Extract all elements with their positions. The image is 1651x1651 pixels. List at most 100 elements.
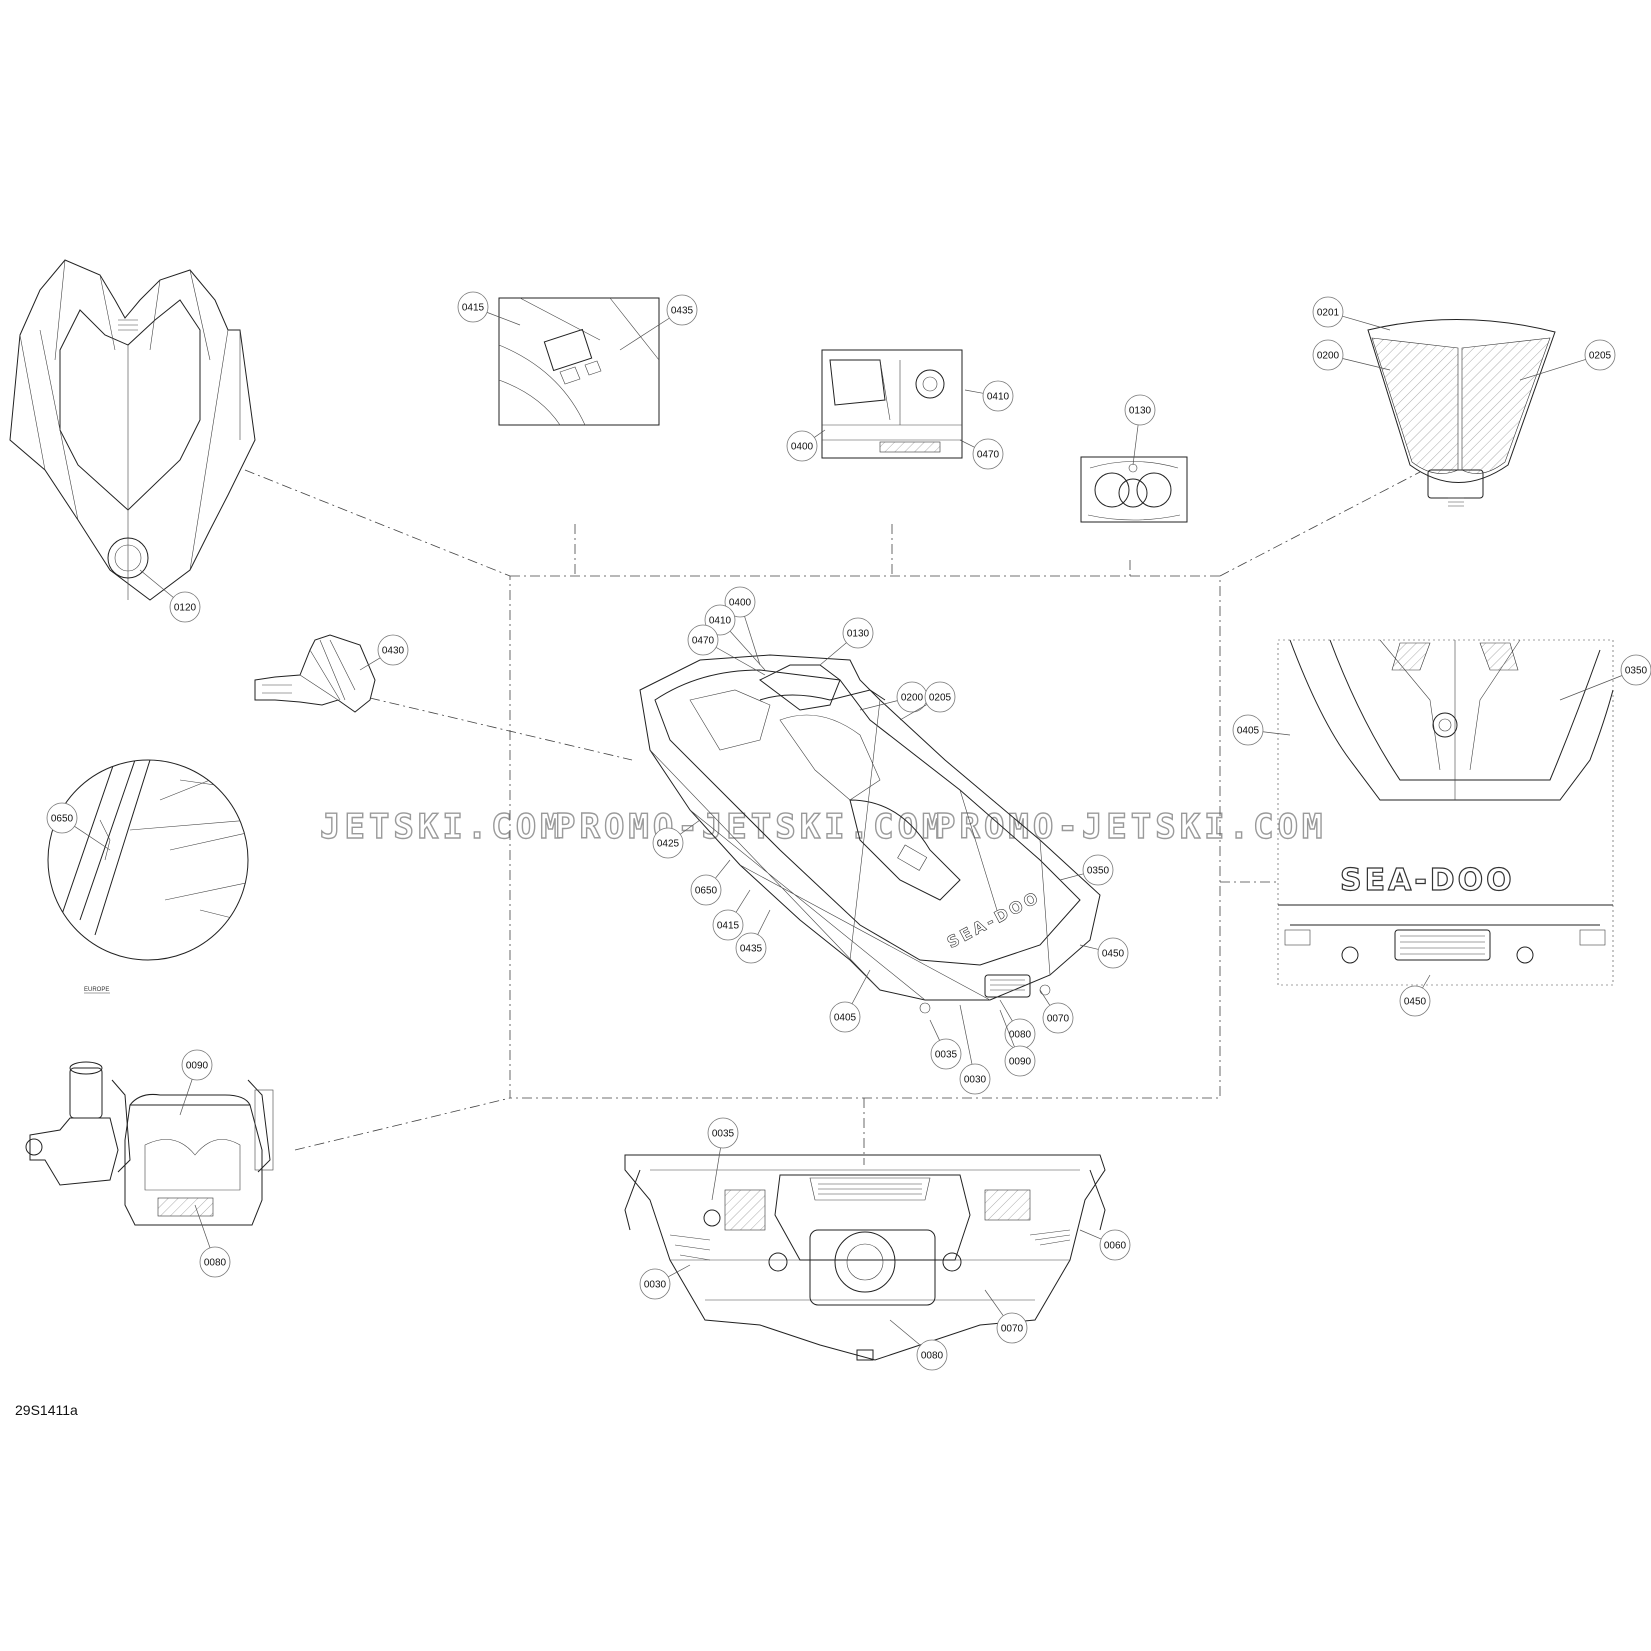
callout-label: 0130 <box>847 629 870 640</box>
callout-label: 0410 <box>709 616 732 627</box>
callout-leader <box>1059 873 1084 881</box>
callout-label: 0650 <box>695 886 718 897</box>
callout-leader <box>851 969 871 1004</box>
callout-label: 0080 <box>1009 1030 1032 1041</box>
callout-leader <box>1262 731 1291 736</box>
callout-circle <box>1004 1045 1036 1077</box>
callout-0400: 0400 <box>724 586 761 666</box>
callout-0120: 0120 <box>139 569 201 623</box>
callout-circle <box>829 1001 861 1033</box>
callout-leader <box>929 1019 940 1041</box>
callout-0425: 0425 <box>652 819 701 859</box>
callout-0470: 0470 <box>959 438 1004 470</box>
callout-leader <box>486 312 521 326</box>
callout-label: 0030 <box>644 1280 667 1291</box>
callout-leader <box>179 1079 193 1116</box>
callout-circle <box>930 1038 962 1070</box>
callout-label: 0070 <box>1001 1324 1024 1335</box>
callout-0410: 0410 <box>704 604 766 671</box>
callout-0070: 0070 <box>1039 989 1074 1034</box>
callout-circle <box>1232 714 1264 746</box>
callout-leader <box>1422 974 1431 989</box>
callout-leader <box>1519 359 1586 381</box>
watermark: PROMO-JETSKI.COM <box>935 807 1327 847</box>
callout-0201: 0201 <box>1312 296 1391 331</box>
callout-label: 0650 <box>51 814 74 825</box>
callout-circle <box>652 827 684 859</box>
callout-leader <box>729 630 766 671</box>
callout-circle <box>1082 854 1114 886</box>
callout-circle <box>1042 1002 1074 1034</box>
callout-0415: 0415 <box>712 889 751 941</box>
callout-circle <box>712 909 744 941</box>
callout-label: 0450 <box>1404 997 1427 1008</box>
callout-leader <box>619 317 670 351</box>
callout-0205: 0205 <box>899 681 956 721</box>
callout-label: 0080 <box>921 1351 944 1362</box>
callout-circle <box>996 1312 1028 1344</box>
callout-label: 0450 <box>1102 949 1125 960</box>
callout-circle <box>704 604 736 636</box>
callout-label: 0415 <box>462 303 485 314</box>
callout-label: 0120 <box>174 603 197 614</box>
callout-circle <box>842 617 874 649</box>
callout-leader <box>1079 944 1099 950</box>
callout-label: 0035 <box>712 1129 735 1140</box>
callout-0200: 0200 <box>859 681 928 713</box>
callout-leader <box>889 1319 921 1346</box>
callout-leader <box>819 642 847 666</box>
callout-circle <box>1584 339 1616 371</box>
watermark: PROMO-JETSKI.COM <box>555 807 947 847</box>
callout-label: 0410 <box>987 392 1010 403</box>
callout-leader <box>999 999 1013 1022</box>
callout-leader <box>1039 989 1051 1006</box>
callout-label: 0350 <box>1087 866 1110 877</box>
callout-0035: 0035 <box>707 1117 739 1201</box>
callout-0130: 0130 <box>1124 394 1156 466</box>
callout-label: 0200 <box>1317 351 1340 362</box>
callout-0070: 0070 <box>984 1289 1028 1344</box>
callout-circle <box>1097 937 1129 969</box>
callout-leader <box>1132 424 1139 466</box>
callout-0450: 0450 <box>1079 937 1129 969</box>
callout-leader <box>1342 315 1391 331</box>
callout-leader <box>757 909 771 935</box>
callout-0430: 0430 <box>359 634 409 671</box>
callout-label: 0070 <box>1047 1014 1070 1025</box>
callout-circle <box>181 1049 213 1081</box>
callout-leader <box>735 889 751 913</box>
callout-circle <box>959 1063 991 1095</box>
brand-mark: SEA-DOO <box>944 887 1044 952</box>
callout-circle <box>924 681 956 713</box>
callout-label: 0470 <box>977 450 1000 461</box>
callout-leader <box>359 657 381 671</box>
rear-deck-drawing: SEA-DOO <box>1277 639 1614 986</box>
callout-circle <box>639 1268 671 1300</box>
callout-label: 0060 <box>1104 1241 1127 1252</box>
callout-leader <box>1079 1229 1102 1240</box>
watermark: JETSKI.COM <box>320 807 565 847</box>
callout-label: 0400 <box>791 442 814 453</box>
callout-circle <box>1399 985 1431 1017</box>
callout-label: 0130 <box>1129 406 1152 417</box>
callout-0035: 0035 <box>929 1019 962 1070</box>
callout-leader <box>964 389 984 394</box>
brand-mark: SEA-DOO <box>1340 863 1515 898</box>
callout-leader <box>1342 358 1391 371</box>
callout-circle <box>982 380 1014 412</box>
callout-leader <box>744 616 761 666</box>
callout-label: 0435 <box>740 944 763 955</box>
callout-circle <box>666 294 698 326</box>
callout-0400: 0400 <box>786 429 826 462</box>
callout-leader <box>959 1004 973 1065</box>
callout-0030: 0030 <box>959 1004 991 1095</box>
callout-label: 0430 <box>382 646 405 657</box>
steering-part-drawing <box>254 634 376 713</box>
callout-label: 0435 <box>671 306 694 317</box>
callout-circle <box>457 291 489 323</box>
callout-circle <box>786 430 818 462</box>
callout-0650: 0650 <box>46 802 111 851</box>
callout-circle <box>1099 1229 1131 1261</box>
